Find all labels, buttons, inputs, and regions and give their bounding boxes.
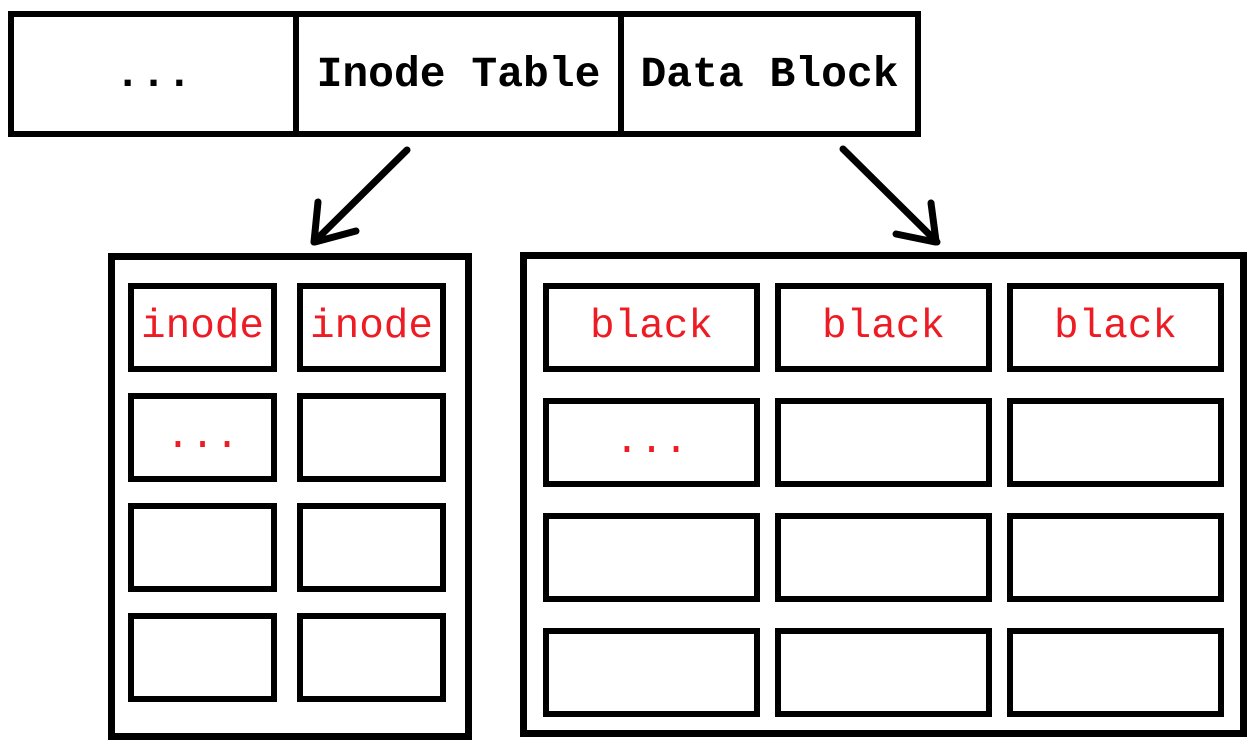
- data-block-cell: black: [543, 283, 760, 372]
- inode-table-cell: inode: [297, 283, 446, 372]
- inode-table-cell: [297, 613, 446, 702]
- bar-segment-ellipsis: ...: [114, 49, 193, 99]
- inode-table-cell: inode: [128, 283, 277, 372]
- bar-segment-data-block: Data Block: [618, 17, 915, 131]
- arrow-to-data-block-icon: [839, 145, 941, 246]
- data-block-box: black black black ...: [520, 252, 1247, 737]
- inode-table-cell: [128, 503, 277, 592]
- data-block-cell: [543, 513, 760, 602]
- data-block-cell: [1007, 398, 1224, 487]
- data-block-cell: [775, 628, 992, 717]
- bar-segment-inode-table: Inode Table: [293, 17, 618, 131]
- inode-table-cell: [297, 503, 446, 592]
- arrow-to-inode-table-icon: [310, 146, 411, 246]
- data-block-cell: ...: [543, 398, 760, 487]
- data-block-cell: [775, 513, 992, 602]
- data-block-cell: black: [775, 283, 992, 372]
- inode-table-cell: ...: [128, 393, 277, 482]
- data-block-cell: [1007, 513, 1224, 602]
- data-block-cell: black: [1007, 283, 1224, 372]
- data-block-cell: [775, 398, 992, 487]
- data-block-cell: [543, 628, 760, 717]
- data-block-cell: [1007, 628, 1224, 717]
- inode-table-cell: [128, 613, 277, 702]
- inode-table-box: inode inode ...: [108, 253, 472, 740]
- disk-layout-bar: ... Inode Table Data Block: [8, 11, 921, 137]
- inode-table-cell: [297, 393, 446, 482]
